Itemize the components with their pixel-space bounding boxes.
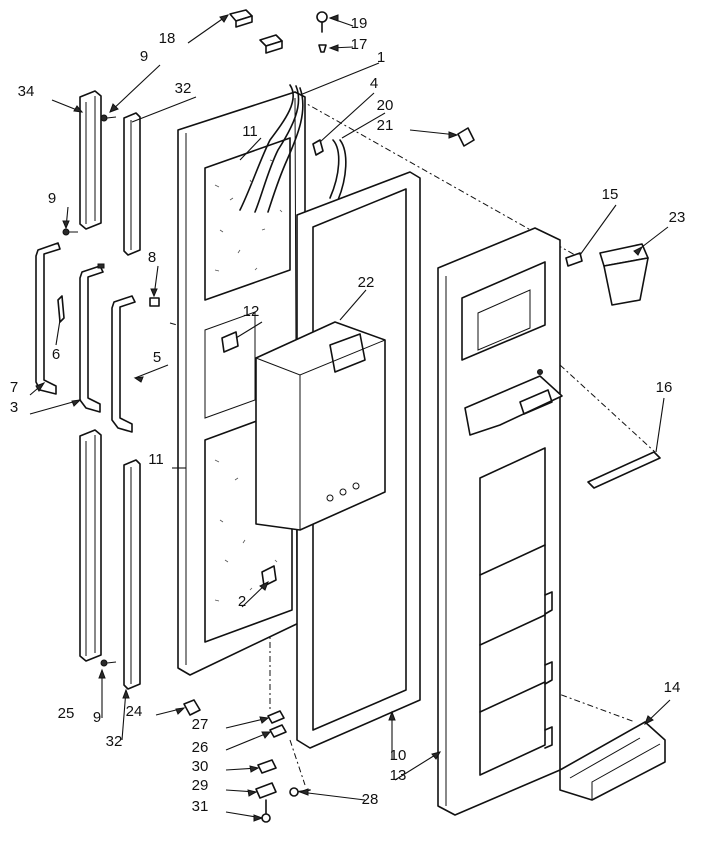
callout-c24: 24 (126, 703, 143, 720)
callout-c11a: 11 (242, 123, 258, 140)
part-15-screw (565, 252, 583, 267)
callout-c14: 14 (664, 679, 681, 696)
callout-c25: 25 (58, 705, 75, 722)
callout-c2: 2 (238, 593, 246, 610)
callout-c32a: 32 (175, 80, 192, 97)
callout-c18: 18 (159, 30, 176, 47)
callout-c20: 20 (377, 97, 394, 114)
callout-c27: 27 (192, 716, 209, 733)
part-23-ice-chute (599, 243, 649, 306)
callout-c9c: 9 (93, 709, 101, 726)
part-6-clip (57, 295, 65, 323)
callout-c29: 29 (192, 777, 209, 794)
callout-c1: 1 (377, 49, 385, 66)
callout-c7: 7 (10, 379, 18, 396)
part-18-connector (229, 9, 253, 28)
part-8-clip (149, 297, 160, 307)
part-13-outer-door (437, 227, 563, 816)
part-32-lower-strip (123, 459, 141, 690)
part-27-hinge-cap (267, 710, 285, 724)
callout-labels: 1234567899910111112131415161718192021222… (10, 15, 686, 815)
callout-c31: 31 (192, 798, 209, 815)
part-26-hinge-plate (269, 724, 287, 738)
part-30-hinge (257, 759, 277, 774)
callout-c23: 23 (669, 209, 686, 226)
wire-connector-icon (259, 34, 283, 54)
callout-c15: 15 (602, 186, 619, 203)
part-32-upper-strip (123, 112, 141, 256)
callout-c8: 8 (148, 249, 156, 266)
part-21-cap (457, 127, 475, 147)
callout-c11b: 11 (148, 451, 164, 468)
callout-c9a: 9 (140, 48, 148, 65)
part-31-screw (261, 799, 271, 823)
part-25-lower-handle-trim (79, 429, 102, 662)
callout-c28: 28 (362, 791, 379, 808)
callout-c19: 19 (351, 15, 368, 32)
callout-c32b: 32 (106, 733, 123, 750)
callout-c12: 12 (243, 303, 260, 320)
part-3-handle (79, 265, 104, 413)
part-4-plug (312, 139, 324, 156)
part-1-door-panel (177, 84, 306, 676)
part-29-hinge-bracket (255, 782, 277, 799)
part-16-trim-strip (587, 451, 661, 489)
part-17-washer (318, 44, 327, 53)
part-34-upper-handle-trim (79, 90, 102, 230)
part-20-tube (329, 139, 347, 201)
callout-c30: 30 (192, 758, 209, 775)
callout-c26: 26 (192, 739, 209, 756)
part-7-handle-bracket (35, 242, 61, 395)
part-14-door-bin (559, 721, 666, 801)
callout-c6: 6 (52, 346, 60, 363)
callout-c16: 16 (656, 379, 673, 396)
callout-c3: 3 (10, 399, 18, 416)
callout-c22: 22 (358, 274, 375, 291)
callout-c34: 34 (18, 83, 35, 100)
callout-c13: 13 (390, 767, 407, 784)
callout-c9b: 9 (48, 190, 56, 207)
screw-icon (62, 114, 117, 667)
callout-c17: 17 (351, 36, 368, 53)
part-24-bushing (183, 699, 201, 716)
part-19-screw (316, 11, 328, 33)
part-5-handle-bracket (111, 295, 136, 433)
arrowheads (35, 14, 654, 822)
callout-c4: 4 (370, 75, 378, 92)
callout-c21: 21 (377, 117, 394, 134)
callout-c10: 10 (390, 747, 407, 764)
callout-c5: 5 (153, 349, 161, 366)
part-22-dispenser-housing (255, 321, 386, 531)
